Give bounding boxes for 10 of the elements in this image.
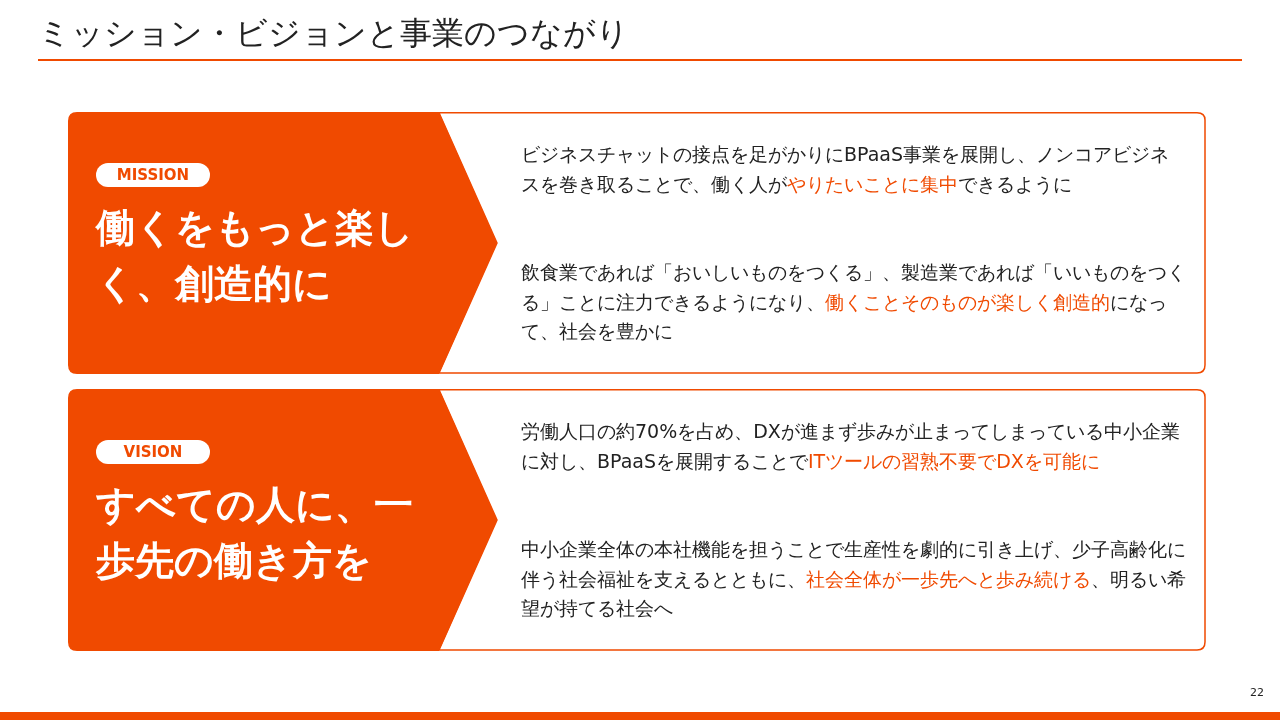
page-number: 22 <box>1250 686 1264 699</box>
title: ミッション・ビジョンと事業のつながり <box>38 13 629 54</box>
paragraph: 労働人口の約70%を占め、DXが進まず歩みが止まってしまっている中小企業に対し、BPaaSを展開することでITツールの習熟不要でDXを可能に <box>521 419 1181 474</box>
paragraph: 中小企業全体の本社機能を担うことで生産性を劇的に引き上げ、少子高齢化に伴う社会福祉を支えるとともに、社会全体が一歩先へと歩み続ける、明るい希望が持てる社会へ <box>521 537 1186 621</box>
paragraph: ビジネスチャットの接点を足がかりにBPaaS事業を展開し、ノンコアビジネスを巻き取ることで、働く人がやりたいことに集中できるように <box>521 142 1170 197</box>
heading: すべての人に、一歩先の働き方を <box>96 481 414 585</box>
tag-pill: MISSION <box>96 163 210 187</box>
tag-pill: VISION <box>96 440 210 464</box>
paragraph: 飲食業であれば「おいしいものをつくる」、製造業であれば「いいものをつくる」ことに注力できるようになり、働くことそのものが楽しく創造的になって、社会を豊かに <box>521 260 1186 344</box>
heading: 働くをもっと楽しく、創造的に <box>96 204 415 308</box>
